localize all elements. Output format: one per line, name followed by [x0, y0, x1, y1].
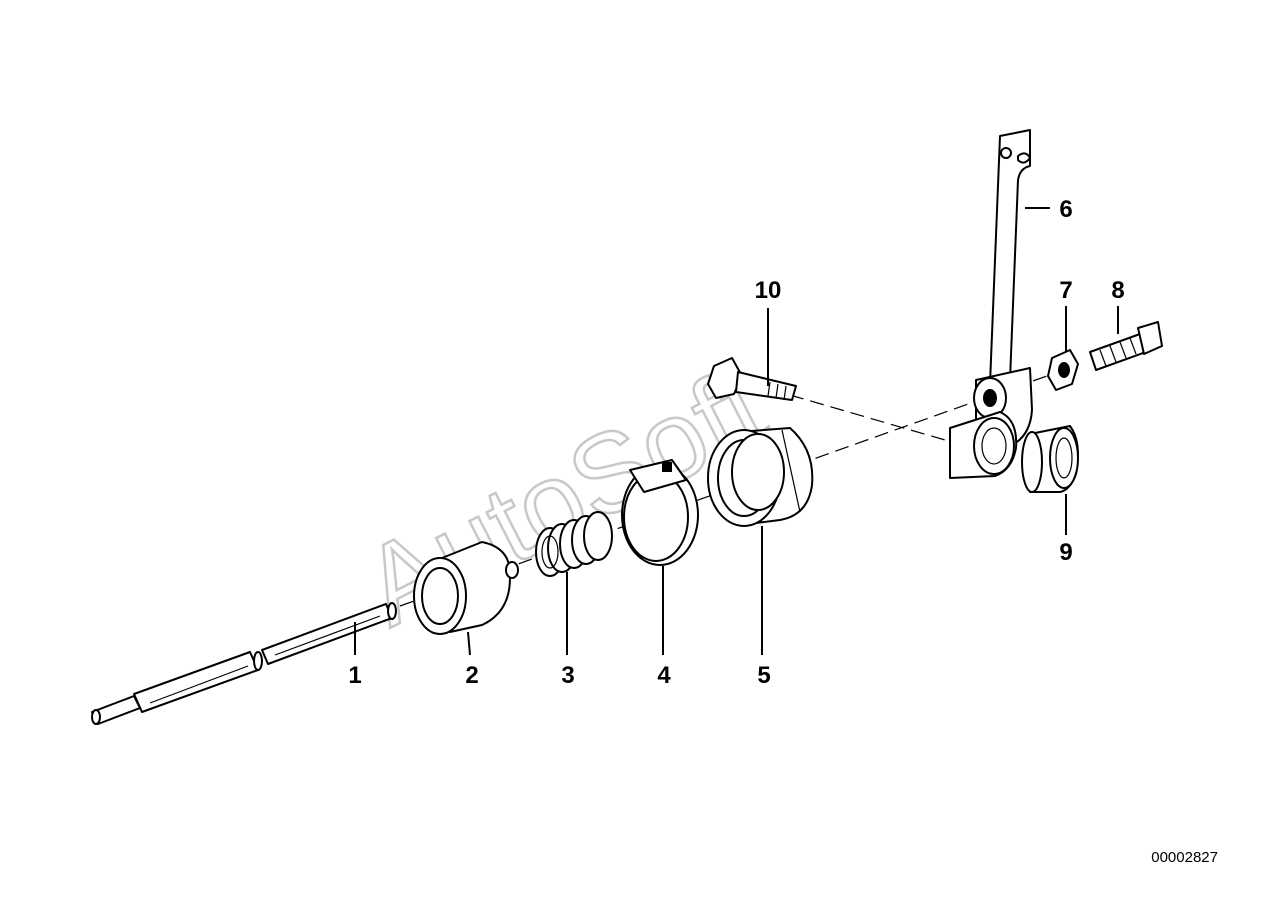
callout-2: 2 [465, 662, 478, 689]
callout-10: 10 [755, 277, 782, 304]
callout-5: 5 [757, 662, 770, 689]
callout-8: 8 [1111, 277, 1124, 304]
rubber-boot-part [707, 427, 814, 527]
callout-4: 4 [657, 662, 671, 689]
set-screw-part [1089, 321, 1163, 371]
callout-3: 3 [561, 662, 574, 689]
hose-clamp-part [621, 459, 699, 566]
needle-bearing-part [1021, 425, 1079, 493]
callout-9: 9 [1059, 539, 1072, 566]
callout-1: 1 [348, 662, 361, 689]
hex-nut-part [1047, 349, 1079, 391]
release-lever-part [949, 129, 1033, 479]
leader-lines [354, 207, 1119, 656]
document-number: 00002827 [1151, 849, 1218, 866]
piston-cup-part [413, 541, 519, 635]
callout-7: 7 [1059, 277, 1072, 304]
push-rod-part [91, 602, 397, 725]
bolt-axis-line [789, 394, 946, 441]
callout-6: 6 [1059, 196, 1072, 223]
hex-bolt-part [707, 357, 797, 401]
compression-spring-part [535, 511, 613, 577]
